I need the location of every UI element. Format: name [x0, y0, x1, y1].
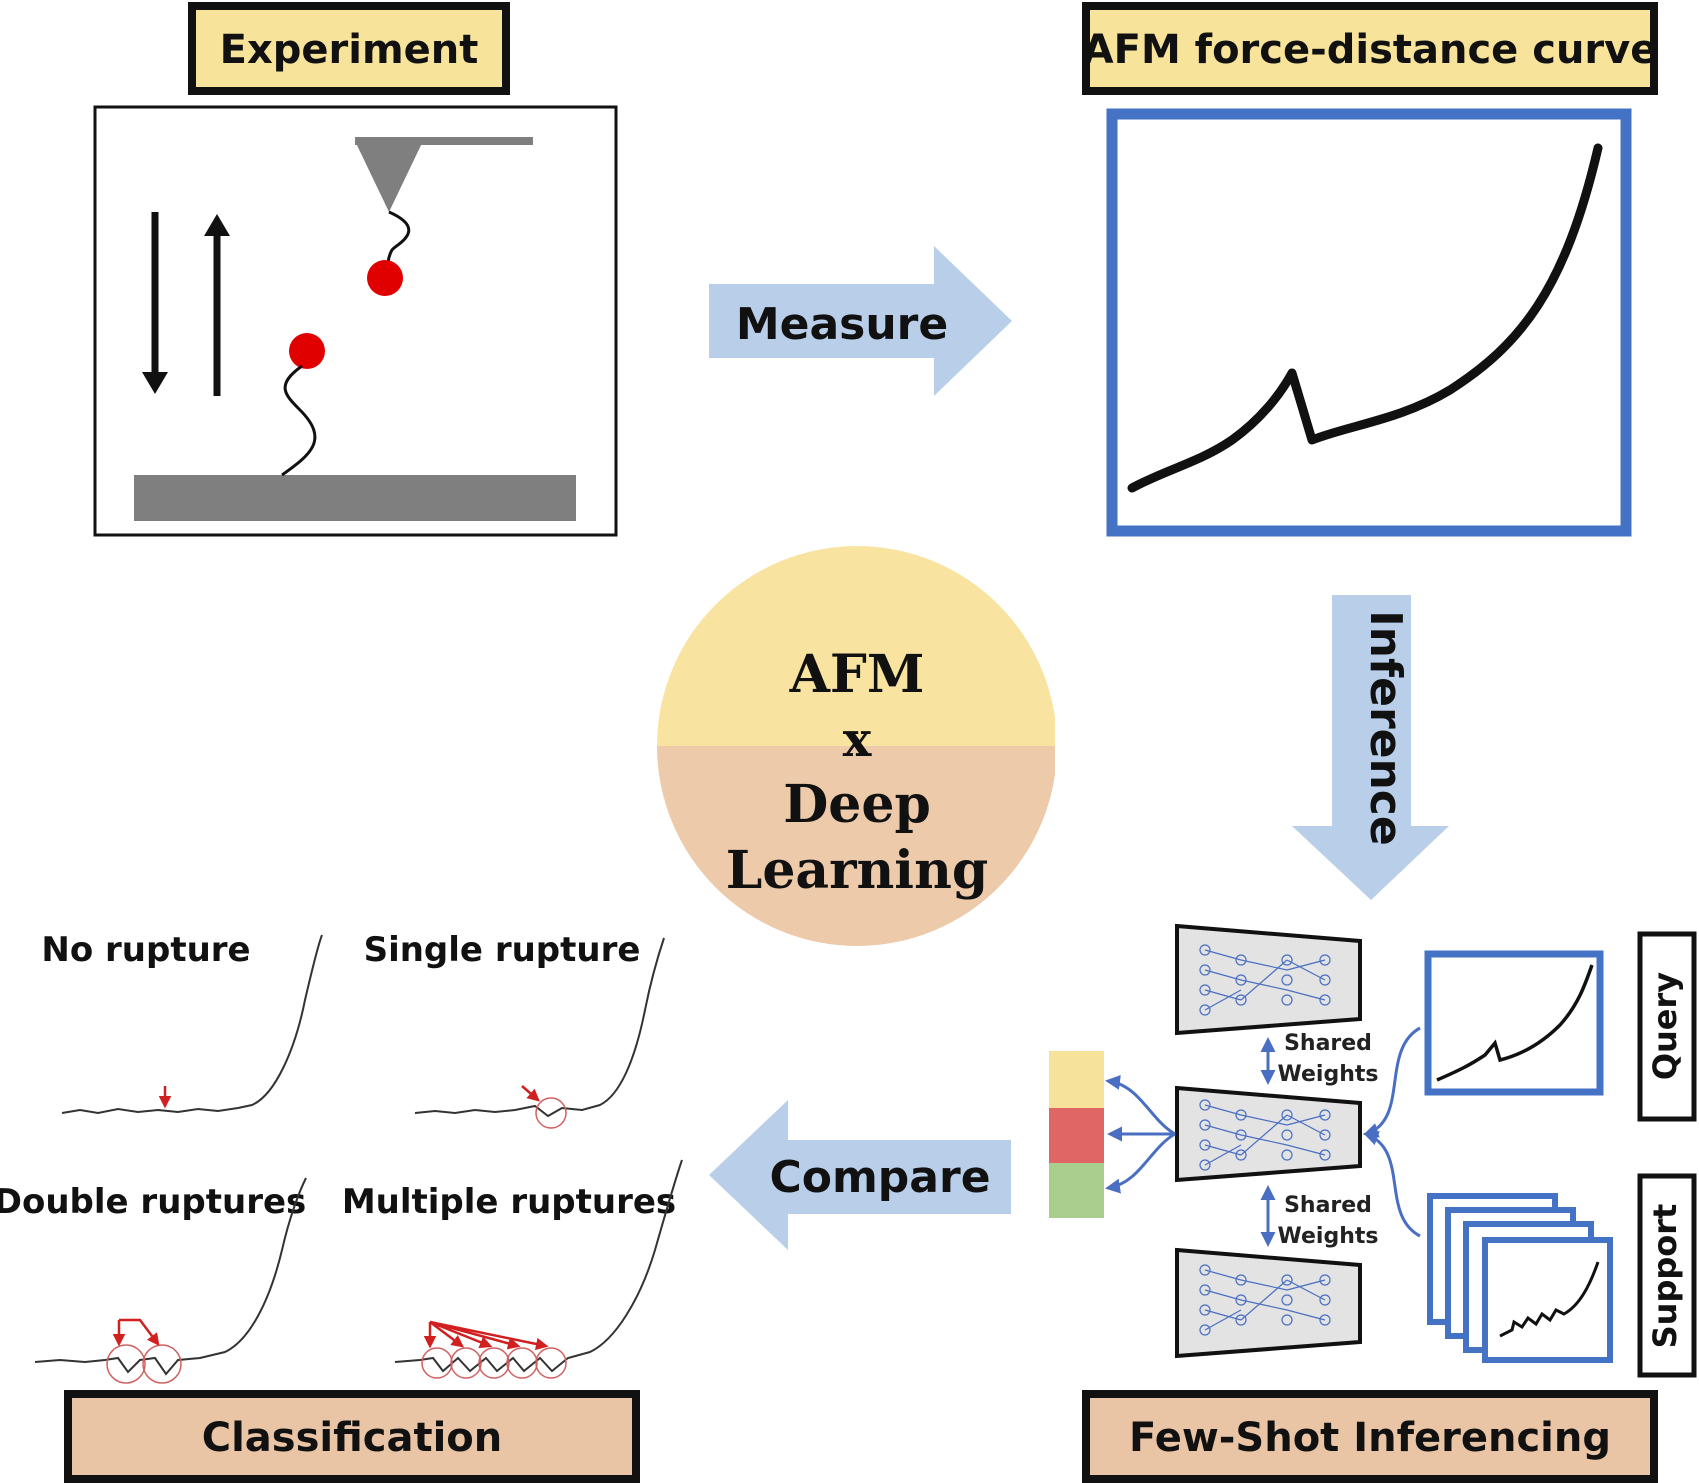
- approach-arrow-head: [142, 372, 168, 394]
- cantilever: [355, 137, 533, 145]
- multiple-ruptures-label: Multiple ruptures: [342, 1182, 676, 1222]
- single-rupture-circle: [535, 1097, 567, 1129]
- center-line-afm: AFM: [789, 644, 925, 705]
- encoder-top: [1175, 923, 1362, 1036]
- class-single-rupture: Single rupture: [364, 930, 665, 1129]
- double-ruptures-circle-1: [106, 1344, 146, 1384]
- center-line-learning: Learning: [726, 840, 988, 901]
- center-line-deep: Deep: [783, 774, 931, 835]
- output-bar-yellow: [1049, 1051, 1104, 1108]
- multiple-ruptures-arrows: [423, 1320, 549, 1351]
- experiment-label-box: Experiment: [188, 2, 510, 95]
- multiple-ruptures-circle-2: [450, 1347, 482, 1379]
- few-shot-network: Shared Weights Shared Weights Query: [1049, 923, 1697, 1378]
- support-label: Support: [1646, 1204, 1684, 1349]
- bead-upper: [367, 260, 403, 296]
- double-ruptures-circle-2: [142, 1344, 182, 1384]
- query-curve: [1436, 964, 1594, 1082]
- no-rupture-label: No rupture: [41, 930, 250, 970]
- multiple-ruptures-curve: [394, 1159, 683, 1373]
- shared-weights-top-line2: Weights: [1278, 1062, 1379, 1087]
- double-ruptures-curve: [34, 1177, 307, 1376]
- center-line-x: x: [843, 712, 872, 768]
- experiment-panel: [93, 105, 618, 537]
- shared-weights-top-line1: Shared: [1284, 1031, 1372, 1056]
- query-label-box: Query: [1637, 931, 1697, 1122]
- single-rupture-curve: [414, 937, 665, 1118]
- multiple-ruptures-circle-4: [506, 1347, 538, 1379]
- class-multiple-ruptures: Multiple ruptures: [342, 1159, 683, 1379]
- classification-label-box: Classification: [64, 1390, 640, 1483]
- double-ruptures-label: Double ruptures: [0, 1182, 306, 1222]
- single-rupture-label: Single rupture: [364, 930, 641, 970]
- afm-curve-label-box: AFM force-distance curve: [1082, 2, 1658, 95]
- measure-label: Measure: [736, 299, 948, 350]
- multiple-ruptures-circle-1: [421, 1347, 453, 1379]
- experiment-label: Experiment: [220, 27, 479, 73]
- afm-tip: [355, 141, 423, 212]
- class-double-ruptures: Double ruptures: [0, 1177, 307, 1384]
- inference-arrow: Inference: [1292, 595, 1449, 900]
- bead-lower: [289, 333, 325, 369]
- retract-arrow-head: [204, 214, 230, 236]
- few-shot-label: Few-Shot Inferencing: [1129, 1415, 1611, 1461]
- output-bar-green: [1049, 1163, 1104, 1218]
- query-label: Query: [1646, 972, 1684, 1080]
- support-curve: [1499, 1261, 1600, 1338]
- output-bar-red: [1049, 1108, 1104, 1163]
- substrate: [134, 475, 576, 521]
- input-arrows: [1363, 1026, 1421, 1238]
- inference-label: Inference: [1360, 610, 1411, 845]
- center-circle-top: [657, 546, 1055, 746]
- double-ruptures-arrow-2: [119, 1318, 160, 1346]
- no-rupture-curve: [61, 934, 323, 1115]
- force-distance-curve: [1127, 143, 1603, 493]
- multiple-ruptures-circle-5: [535, 1347, 567, 1379]
- single-rupture-arrow: [521, 1085, 540, 1102]
- afm-curve-label: AFM force-distance curve: [1083, 27, 1658, 73]
- few-shot-label-box: Few-Shot Inferencing: [1082, 1390, 1658, 1483]
- afm-curve-panel: [1106, 108, 1632, 537]
- measure-arrow: Measure: [709, 246, 1012, 396]
- tethered-molecule-lower: [281, 364, 317, 477]
- compare-label: Compare: [769, 1152, 990, 1203]
- shared-weights-bottom-line1: Shared: [1284, 1193, 1372, 1218]
- shared-weights-bottom-line2: Weights: [1278, 1224, 1379, 1249]
- output-arrows: [1105, 1075, 1176, 1194]
- class-no-rupture: No rupture: [41, 930, 323, 1115]
- multiple-ruptures-circle-3: [478, 1347, 510, 1379]
- center-circle: AFM x Deep Learning: [657, 546, 1055, 946]
- center-circle-bottom: [657, 746, 1055, 946]
- classification-label: Classification: [202, 1415, 503, 1461]
- encoder-middle: [1175, 1085, 1362, 1183]
- compare-arrow: Compare: [709, 1100, 1011, 1250]
- support-label-box: Support: [1637, 1173, 1697, 1378]
- encoder-bottom: [1175, 1247, 1362, 1359]
- query-panel: [1424, 950, 1604, 1096]
- support-stack: [1427, 1193, 1613, 1363]
